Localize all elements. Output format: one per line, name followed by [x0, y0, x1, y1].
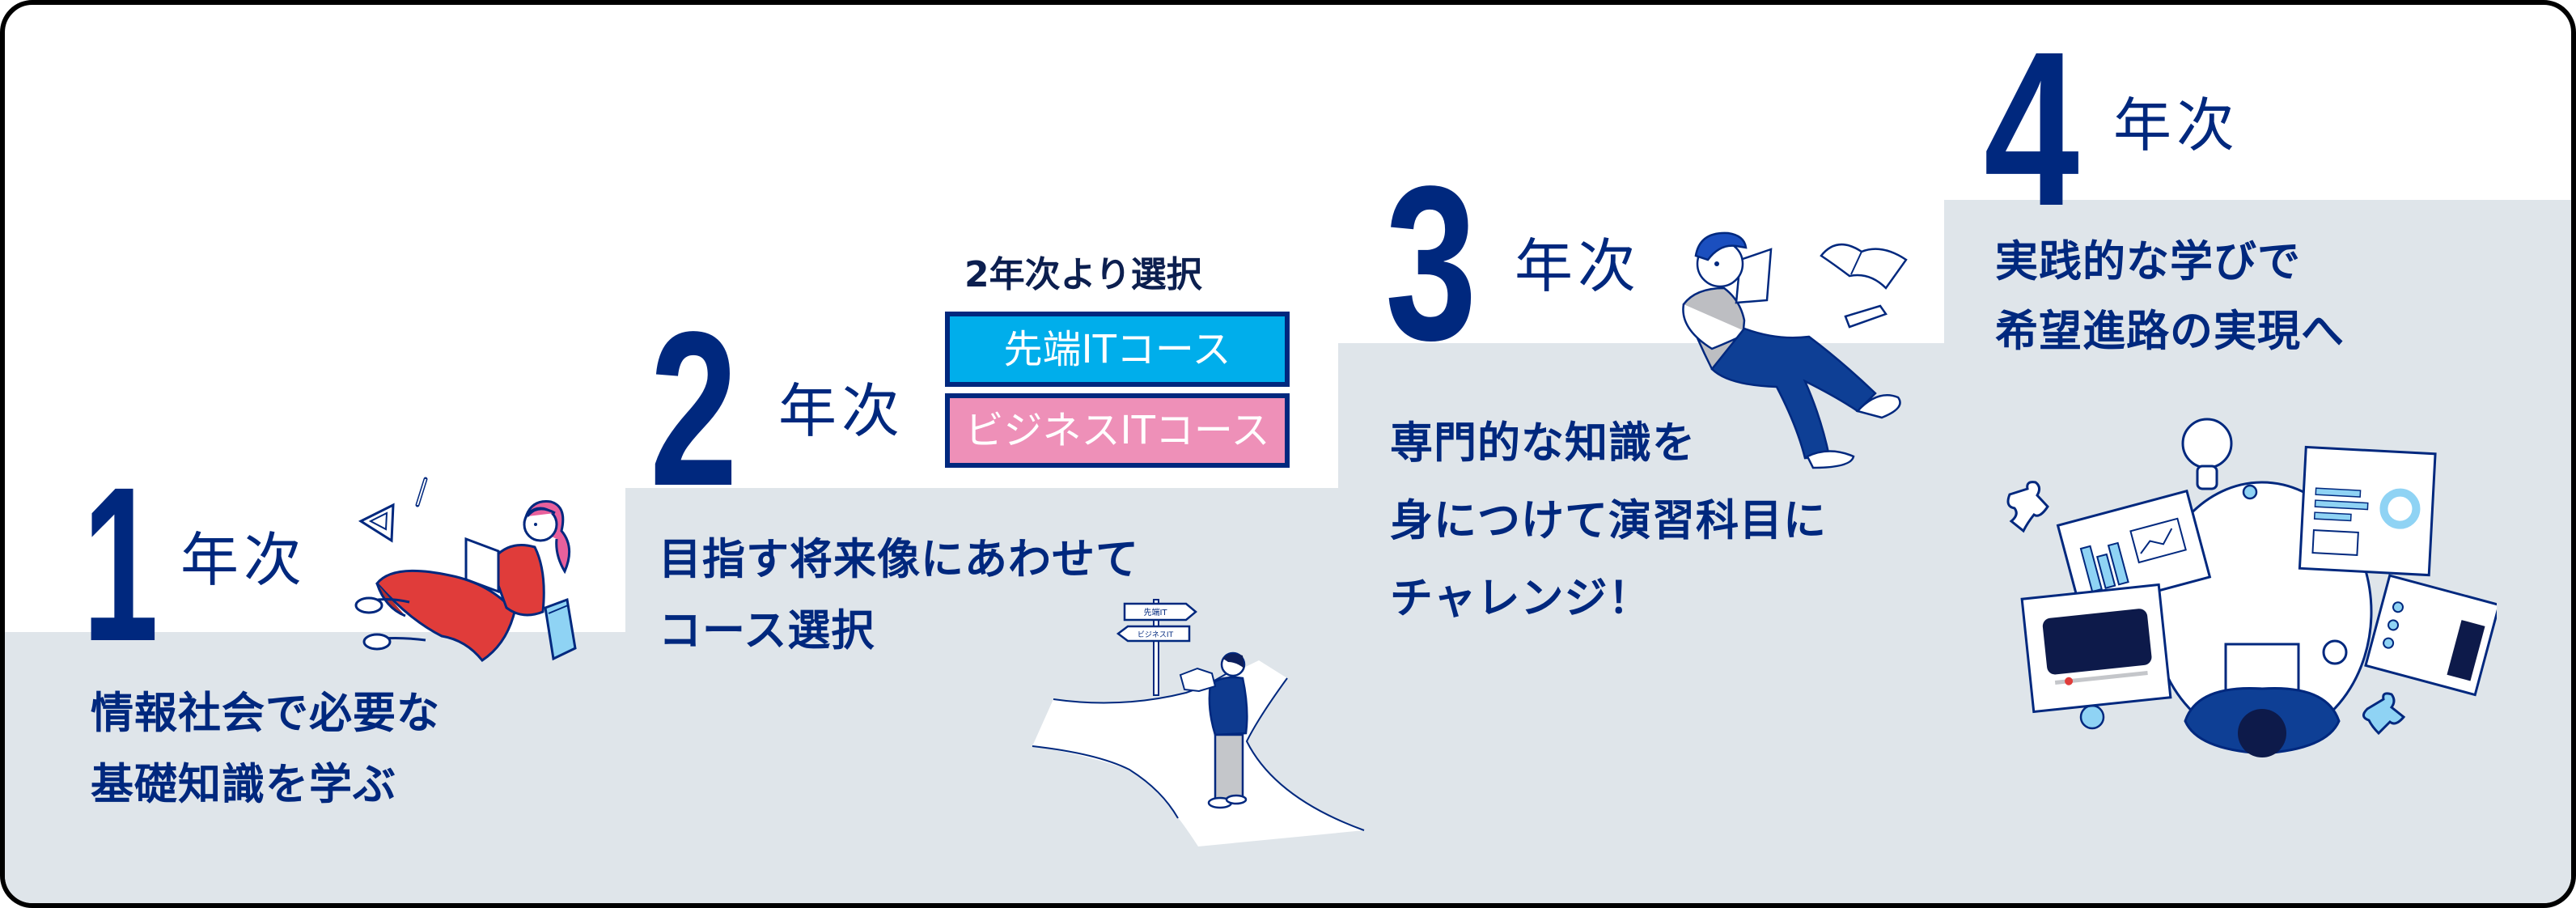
step-4-description-line: 希望進路の実現へ	[1995, 307, 2345, 356]
step-2-label: 年次	[778, 377, 905, 445]
step-4-number: 4	[1984, 6, 2079, 252]
step-2-description-line: コース選択	[659, 606, 875, 656]
course-select-title: 2年次より選択	[964, 254, 1202, 295]
step-1-background	[5, 632, 636, 903]
student-reading-tablet-icon	[1682, 231, 1908, 469]
course-advanced-it-label: 先端ITコース	[1003, 326, 1231, 372]
step-3-number: 3	[1385, 140, 1477, 386]
step-4-label: 年次	[2113, 91, 2240, 159]
course-advanced-it[interactable]: 先端ITコース	[945, 312, 1290, 387]
person-at-desk-with-screens-icon	[2006, 418, 2497, 757]
signpost-crossroads-icon: 先端IT ビジネスIT	[1032, 599, 1365, 846]
signpost-business-it: ビジネスIT	[1138, 630, 1174, 639]
step-1-label: 年次	[180, 526, 307, 594]
course-business-it[interactable]: ビジネスITコース	[945, 393, 1290, 468]
step-3-label: 年次	[1515, 232, 1642, 300]
step-3-description-line: 身につけて演習科目に	[1390, 496, 1827, 545]
step-1-description-line: 基礎知識を学ぶ	[91, 760, 396, 809]
step-3-description-line: 専門的な知識を	[1390, 418, 1696, 468]
course-business-it-label: ビジネスITコース	[964, 408, 1270, 453]
step-3-description-line: チャレンジ！	[1390, 574, 1652, 623]
step-4-description: 実践的な学びで 希望進路の実現へ	[1995, 227, 2345, 367]
step-4-description-line: 実践的な学びで	[1995, 237, 2301, 286]
step-2-description: 目指す将来像にあわせて コース選択	[659, 524, 1139, 667]
signpost-advanced-it: 先端IT	[1143, 607, 1167, 617]
step-1-number: 1	[83, 441, 159, 687]
woman-with-laptop-icon	[354, 477, 577, 663]
step-3-background	[1338, 343, 1953, 903]
step-2-number: 2	[650, 286, 738, 532]
step-3-description: 専門的な知識を 身につけて演習科目に チャレンジ！	[1390, 405, 1827, 638]
step-1-description: 情報社会で必要な 基礎知識を学ぶ	[91, 678, 440, 821]
step-1-description-line: 情報社会で必要な	[91, 689, 440, 738]
step-2-description-line: 目指す将来像にあわせて	[659, 535, 1139, 584]
